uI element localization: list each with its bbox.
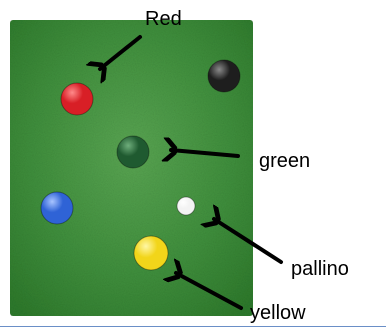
black-ball [208, 60, 240, 92]
yellow-ball [134, 236, 168, 270]
pallino-ball [177, 197, 195, 215]
yellow-label: yellow [250, 302, 306, 324]
red-label: Red [145, 8, 182, 30]
bottom-divider [0, 326, 386, 327]
pallino-label: pallino [291, 258, 349, 280]
green-label: green [259, 150, 310, 172]
red-ball [61, 83, 93, 115]
green-ball [117, 136, 149, 168]
blue-ball [41, 192, 73, 224]
